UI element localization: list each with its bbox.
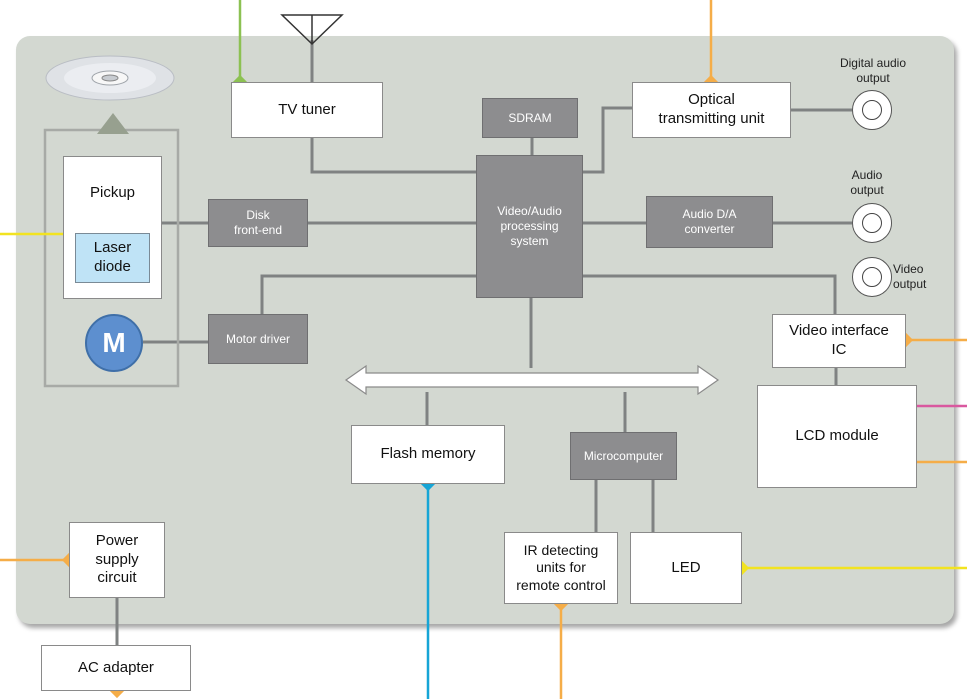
- ac-adapter-block: AC adapter: [41, 645, 191, 691]
- ir-detecting-units-block: IR detecting units for remote control: [504, 532, 618, 604]
- audio-output-jack: [852, 203, 892, 243]
- cd-disc-icon: [45, 55, 175, 101]
- video-audio-processing-block: Video/Audio processing system: [476, 155, 583, 298]
- motor-icon: M: [85, 314, 143, 372]
- audio-output-label: Audio output: [850, 168, 884, 197]
- data-bus-arrow: [344, 364, 720, 396]
- video-output-jack: [852, 257, 892, 297]
- disk-front-end-block: Disk front-end: [208, 199, 308, 247]
- optical-wire: [583, 106, 632, 174]
- motor-driver-block: Motor driver: [208, 314, 308, 364]
- audio-da-converter-block: Audio D/A converter: [646, 196, 773, 248]
- digital-audio-output-label: Digital audio output: [839, 56, 907, 85]
- pickup-direction-arrow: [97, 113, 129, 134]
- flash-memory-block: Flash memory: [351, 425, 505, 484]
- video-interface-ic-block: Video interface IC: [772, 314, 906, 368]
- laser-diode-block: Laser diode: [75, 233, 150, 283]
- pickup-label: Pickup: [89, 184, 136, 201]
- lcd-module-block: LCD module: [757, 385, 917, 488]
- tv-tuner-block: TV tuner: [231, 82, 383, 138]
- power-supply-circuit-block: Power supply circuit: [69, 522, 165, 598]
- antenna-icon: [280, 14, 344, 46]
- optical-transmitting-unit-block: Optical transmitting unit: [632, 82, 791, 138]
- led-block: LED: [630, 532, 742, 604]
- sdram-block: SDRAM: [482, 98, 578, 138]
- tuner-bus-wire: [310, 138, 476, 174]
- microcomputer-block: Microcomputer: [570, 432, 677, 480]
- video-output-label: Video output: [893, 262, 927, 291]
- digital-audio-output-jack: [852, 90, 892, 130]
